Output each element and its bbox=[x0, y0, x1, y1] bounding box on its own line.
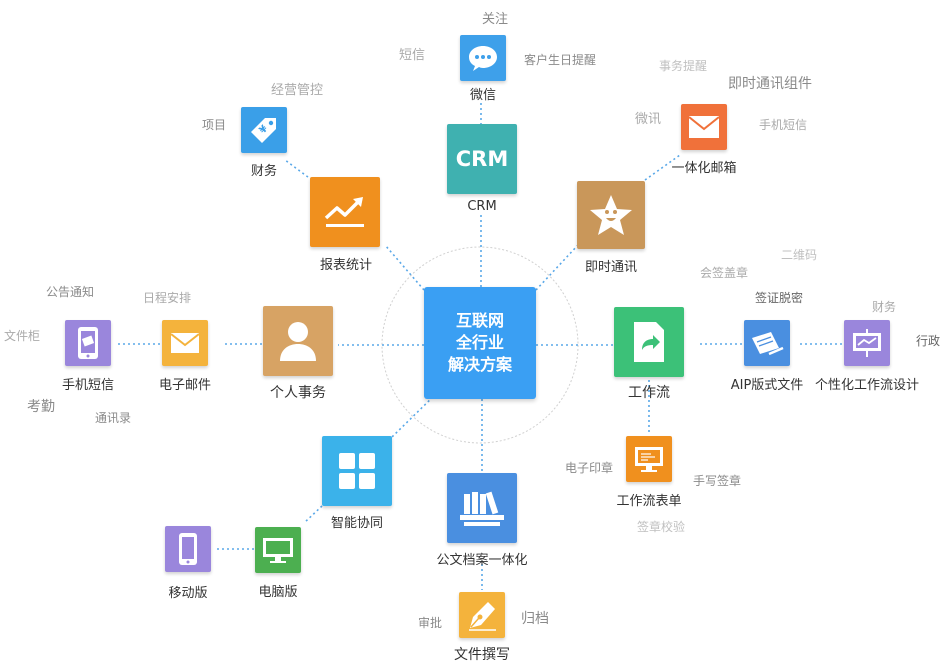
phone-message-icon bbox=[78, 327, 98, 359]
aip-tile bbox=[744, 320, 790, 366]
tag-filing: 归档 bbox=[521, 611, 549, 627]
crm-text-icon: CRM bbox=[455, 147, 509, 171]
aip-label: AIP版式文件 bbox=[730, 378, 804, 393]
mobile-sms-tile bbox=[65, 320, 111, 366]
archive-tile bbox=[447, 473, 517, 543]
center-line-3: 解决方案 bbox=[447, 355, 512, 374]
email-tile bbox=[162, 320, 208, 366]
workflow-form-label: 工作流表单 bbox=[616, 494, 682, 509]
custom-workflow-label: 个性化工作流设计 bbox=[814, 378, 920, 393]
pc-tile bbox=[255, 527, 301, 573]
smart-collab-label: 智能协同 bbox=[330, 516, 384, 531]
envelope-icon bbox=[688, 116, 720, 138]
finance-tile: ¥ bbox=[241, 107, 287, 153]
star-face-icon bbox=[590, 195, 632, 235]
mobile-sms-label: 手机短信 bbox=[61, 378, 115, 393]
finance-label: 财务 bbox=[250, 164, 278, 179]
archive-label: 公文档案一体化 bbox=[436, 553, 528, 568]
tag-affair-reminder: 事务提醒 bbox=[659, 59, 708, 73]
mobile-label: 移动版 bbox=[168, 586, 208, 601]
workflow-tile bbox=[614, 307, 684, 377]
mobile-tile bbox=[165, 526, 211, 572]
tag-micro-chat: 微讯 bbox=[635, 112, 662, 127]
unified-mailbox-tile bbox=[681, 104, 727, 150]
wechat-tile bbox=[460, 35, 506, 81]
pc-label: 电脑版 bbox=[258, 585, 298, 600]
tag-birthday-reminder: 客户生日提醒 bbox=[524, 53, 597, 67]
connector-im-mailbox bbox=[644, 154, 681, 181]
grid-icon bbox=[339, 453, 375, 489]
custom-workflow-tile bbox=[844, 320, 890, 366]
tag-handwritten-sign: 手写签章 bbox=[693, 474, 742, 488]
center-line-2: 全行业 bbox=[455, 333, 504, 352]
smartphone-icon bbox=[179, 533, 197, 565]
tag-e-seal: 电子印章 bbox=[565, 461, 614, 475]
wechat-label: 微信 bbox=[469, 88, 497, 103]
im-tile bbox=[577, 181, 645, 249]
tag-address-book: 通讯录 bbox=[95, 411, 132, 425]
im-label: 即时通讯 bbox=[584, 260, 638, 275]
connector-report-finance bbox=[284, 159, 313, 181]
email-label: 电子邮件 bbox=[158, 378, 212, 393]
archive-files-icon bbox=[460, 491, 504, 526]
personal-tile bbox=[263, 306, 333, 376]
connector-collab-pc bbox=[303, 505, 323, 524]
tag-project: 项目 bbox=[202, 118, 227, 132]
tag-im-component: 即时通讯组件 bbox=[728, 76, 812, 92]
tag-sign-verify: 签章校验 bbox=[637, 520, 686, 534]
tag-attendance: 考勤 bbox=[27, 399, 55, 415]
workflow-label: 工作流 bbox=[628, 385, 670, 401]
center-line-1: 互联网 bbox=[455, 311, 504, 330]
person-icon bbox=[280, 322, 316, 361]
document-pen-icon bbox=[752, 332, 784, 356]
tag-countersign: 会签盖章 bbox=[700, 266, 749, 280]
tag-schedule: 日程安排 bbox=[143, 291, 192, 305]
tag-announcement: 公告通知 bbox=[46, 285, 95, 299]
tag-follow: 关注 bbox=[482, 12, 509, 27]
tag-operation-control: 经营管控 bbox=[271, 83, 324, 98]
tag-file-cabinet: 文件柜 bbox=[4, 329, 41, 343]
smart-collab-tile bbox=[322, 436, 392, 506]
document-share-icon bbox=[634, 322, 664, 362]
tag-administration: 行政 bbox=[916, 334, 941, 348]
report-tile bbox=[310, 177, 380, 247]
wechat-bubble-icon bbox=[469, 46, 497, 71]
tag-phone-sms: 手机短信 bbox=[759, 118, 808, 132]
crm-label: CRM bbox=[467, 199, 497, 214]
price-tag-icon: ¥ bbox=[251, 118, 276, 143]
tag-approval: 审批 bbox=[418, 616, 443, 630]
crm-tile: CRM bbox=[447, 124, 517, 194]
envelope-icon bbox=[170, 333, 200, 353]
monitor-icon bbox=[263, 538, 293, 563]
tag-signature-stripping: 签证脱密 bbox=[755, 291, 804, 305]
pen-nib-icon bbox=[469, 602, 496, 631]
connector-im bbox=[535, 244, 579, 291]
tag-finance: 财务 bbox=[872, 300, 897, 314]
center-hub: 互联网 全行业 解决方案 bbox=[424, 287, 536, 399]
trend-chart-icon bbox=[324, 197, 364, 227]
report-label: 报表统计 bbox=[319, 258, 373, 273]
connector-report bbox=[384, 244, 425, 291]
writing-tile bbox=[459, 592, 505, 638]
personal-label: 个人事务 bbox=[270, 385, 326, 401]
workflow-form-tile bbox=[626, 436, 672, 482]
tag-qr-code: 二维码 bbox=[781, 248, 818, 262]
presentation-board-icon bbox=[853, 329, 881, 357]
tag-sms: 短信 bbox=[399, 48, 426, 63]
writing-label: 文件撰写 bbox=[454, 647, 510, 663]
unified-mailbox-label: 一体化邮箱 bbox=[671, 161, 737, 176]
monitor-chart-icon bbox=[635, 447, 663, 472]
